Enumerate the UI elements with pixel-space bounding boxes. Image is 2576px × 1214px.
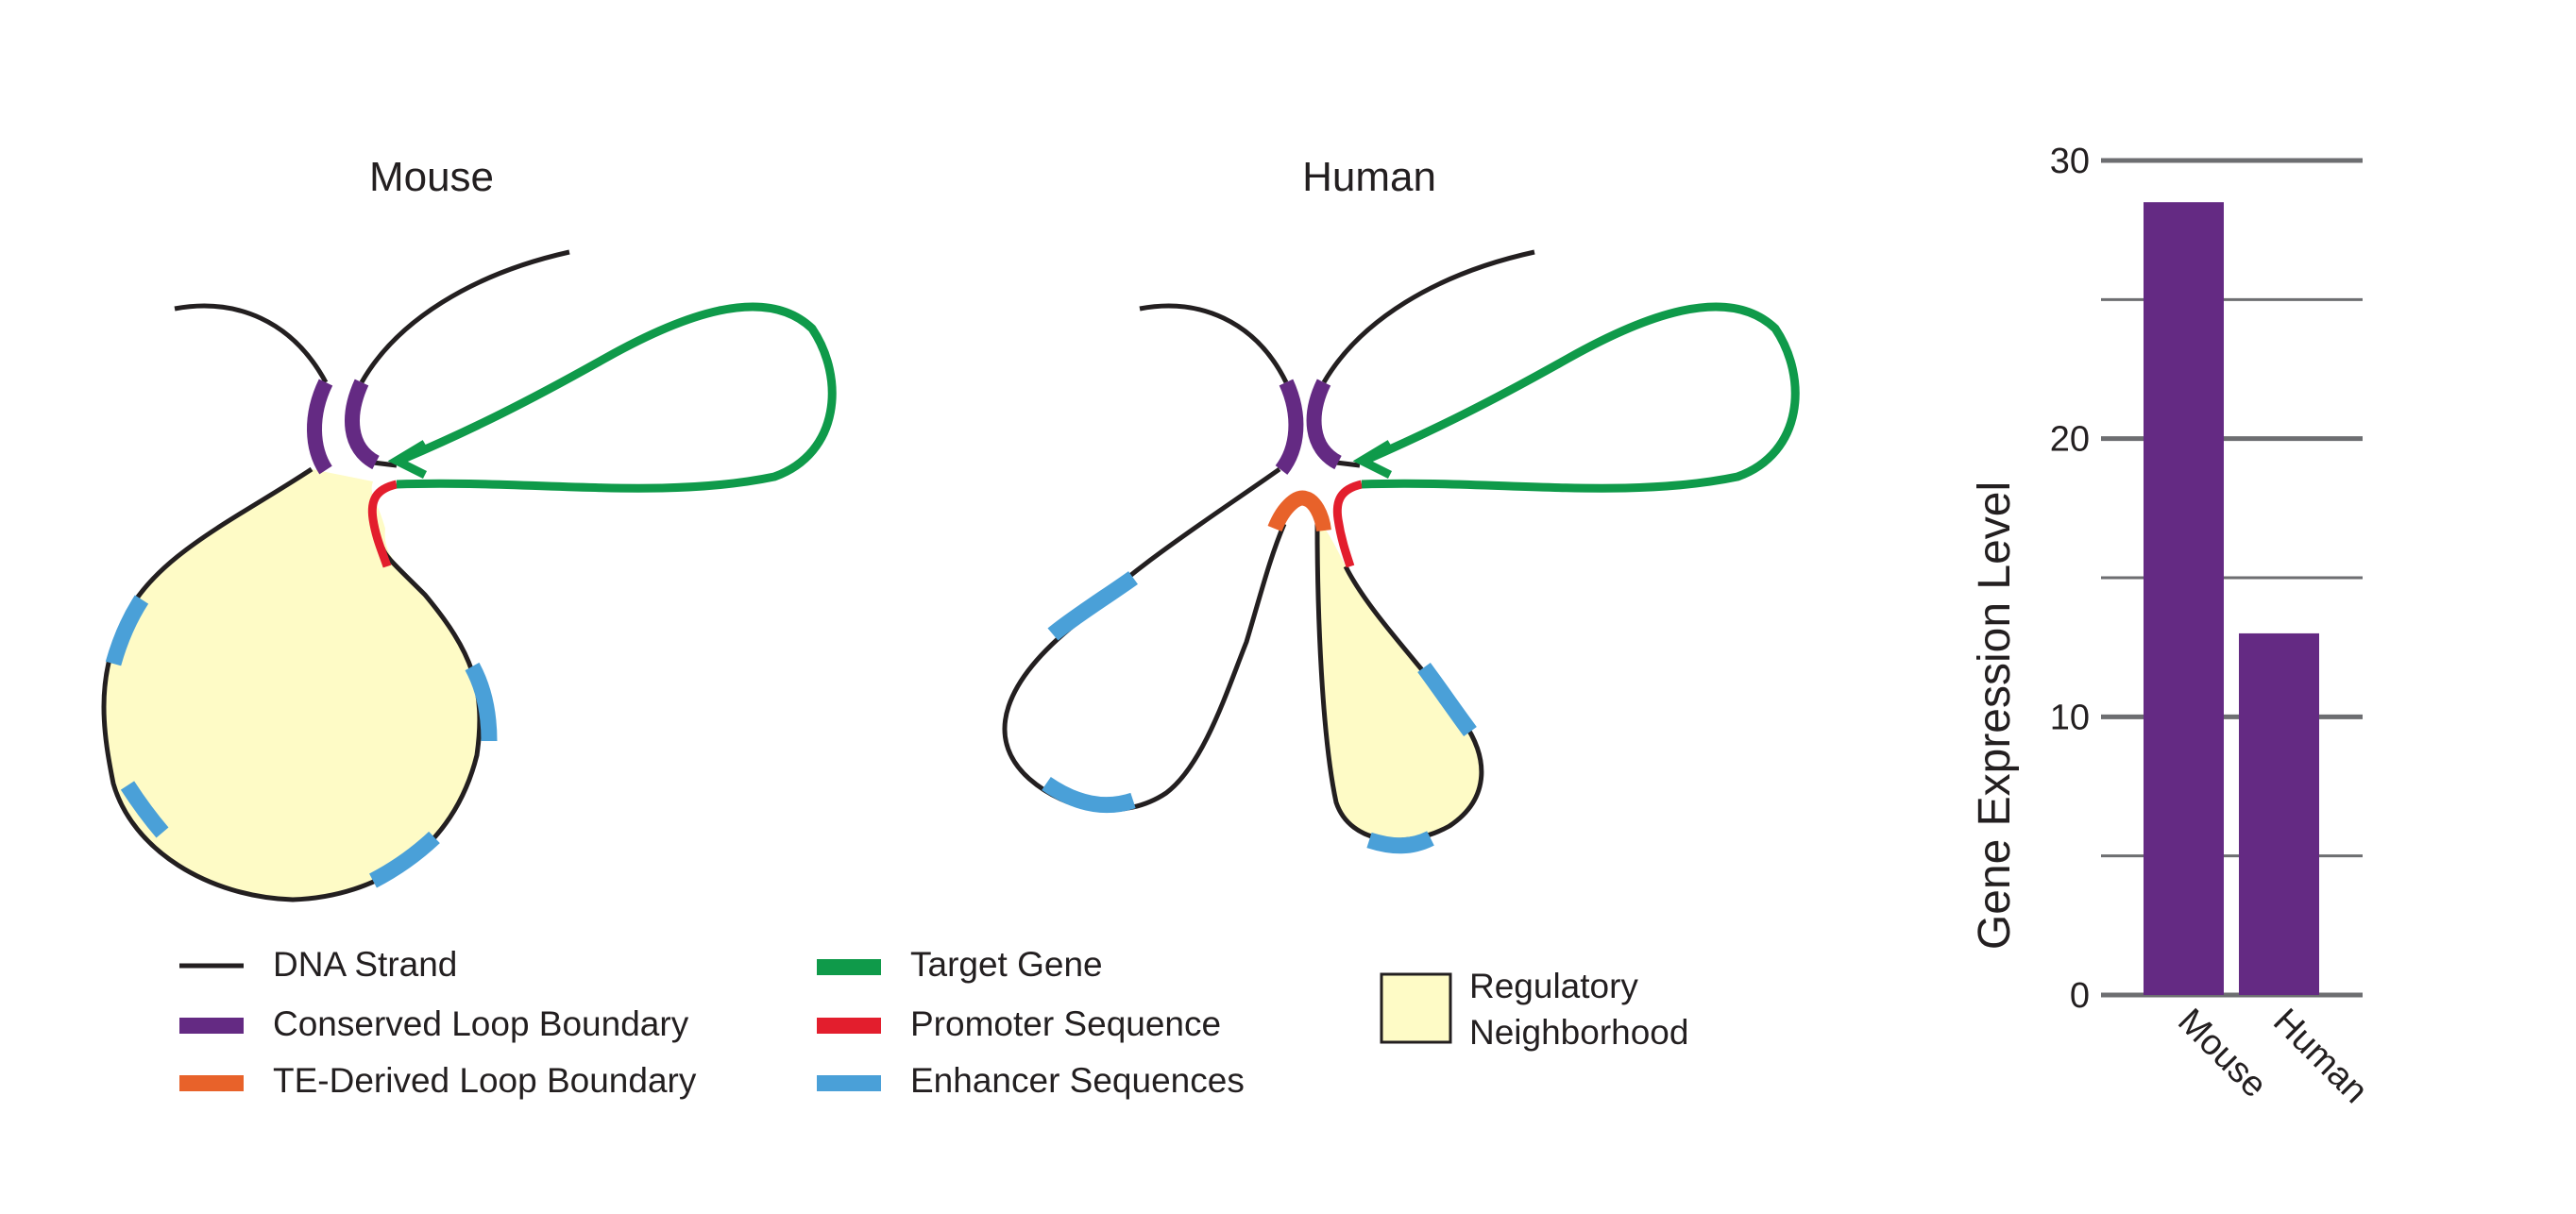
human-dna-strand-right-top xyxy=(1321,249,1535,384)
mouse-dna-strand-right-top xyxy=(359,249,570,384)
human-target-gene xyxy=(1361,302,1800,493)
legend-label-promoter: Promoter Sequence xyxy=(910,1004,1221,1043)
chart-x-tick-label: Human xyxy=(2265,1002,2375,1111)
legend-label-target-gene: Target Gene xyxy=(910,945,1103,984)
chart-y-tick-label: 30 xyxy=(2050,142,2090,181)
human-conserved-boundary-left xyxy=(1275,379,1304,475)
human-target-gene-arrowhead xyxy=(1352,440,1393,480)
human-dna-strand-left-loop xyxy=(1002,466,1287,813)
legend-swatch-enhancer xyxy=(817,1075,881,1091)
mouse-dna-strand-left-top xyxy=(174,303,329,384)
legend-swatch-te-boundary xyxy=(179,1075,244,1091)
mouse-enhancer-4 xyxy=(465,662,498,742)
chart-y-tick-label: 0 xyxy=(2070,976,2090,1016)
human-enhancer-4 xyxy=(1417,662,1477,737)
mouse-promoter xyxy=(367,480,398,568)
human-promoter xyxy=(1332,480,1364,568)
mouse-conserved-boundary-left xyxy=(307,379,333,475)
legend-label-regulatory-line2: Neighborhood xyxy=(1469,1013,1688,1052)
legend: DNA Strand Conserved Loop Boundary TE-De… xyxy=(179,945,1688,1100)
chart-y-tick-label: 10 xyxy=(2050,698,2090,737)
legend-swatch-regulatory-neighborhood xyxy=(1380,972,1452,1044)
mouse-panel-title: Mouse xyxy=(369,154,494,200)
legend-label-dna-strand: DNA Strand xyxy=(273,945,457,984)
legend-swatch-promoter xyxy=(817,1018,881,1034)
legend-label-enhancer: Enhancer Sequences xyxy=(910,1061,1245,1100)
legend-label-te-boundary: TE-Derived Loop Boundary xyxy=(273,1061,697,1100)
mouse-target-gene xyxy=(396,302,837,493)
mouse-regulatory-neighborhood xyxy=(104,469,480,900)
human-dna-strand-left-top xyxy=(1139,303,1289,384)
mouse-enhancer-1 xyxy=(105,595,149,666)
legend-label-conserved-boundary: Conserved Loop Boundary xyxy=(273,1004,689,1043)
human-panel: Human xyxy=(1002,154,1800,854)
legend-swatch-target-gene xyxy=(817,959,881,975)
chart-bar-mouse xyxy=(2144,202,2224,995)
human-te-derived-boundary xyxy=(1267,490,1331,532)
mouse-dna-strand-junction xyxy=(372,460,398,468)
human-enhancer-3 xyxy=(1366,831,1434,854)
legend-label-regulatory-line1: Regulatory xyxy=(1469,967,1638,1005)
chart-x-tick-label: Mouse xyxy=(2170,1002,2274,1105)
mouse-enhancer-3 xyxy=(369,831,440,888)
legend-swatch-conserved-boundary xyxy=(179,1018,244,1034)
chart-bar-human xyxy=(2239,632,2319,995)
human-enhancer-1 xyxy=(1047,571,1138,641)
mouse-target-gene-arrowhead xyxy=(387,440,428,480)
human-regulatory-neighborhood xyxy=(1317,524,1482,840)
human-conserved-boundary-right xyxy=(1306,379,1343,470)
chart-y-tick-label: 20 xyxy=(2050,420,2090,460)
human-panel-title: Human xyxy=(1302,154,1436,200)
mouse-panel: Mouse xyxy=(101,154,837,902)
human-enhancer-2 xyxy=(1042,776,1136,814)
human-dna-strand-right-loop xyxy=(1314,523,1484,843)
chart-y-axis-label: Gene Expression Level xyxy=(1970,481,2020,950)
human-dna-strand-junction xyxy=(1335,460,1361,468)
mouse-conserved-boundary-right xyxy=(345,379,381,470)
mouse-enhancer-2 xyxy=(120,781,169,838)
